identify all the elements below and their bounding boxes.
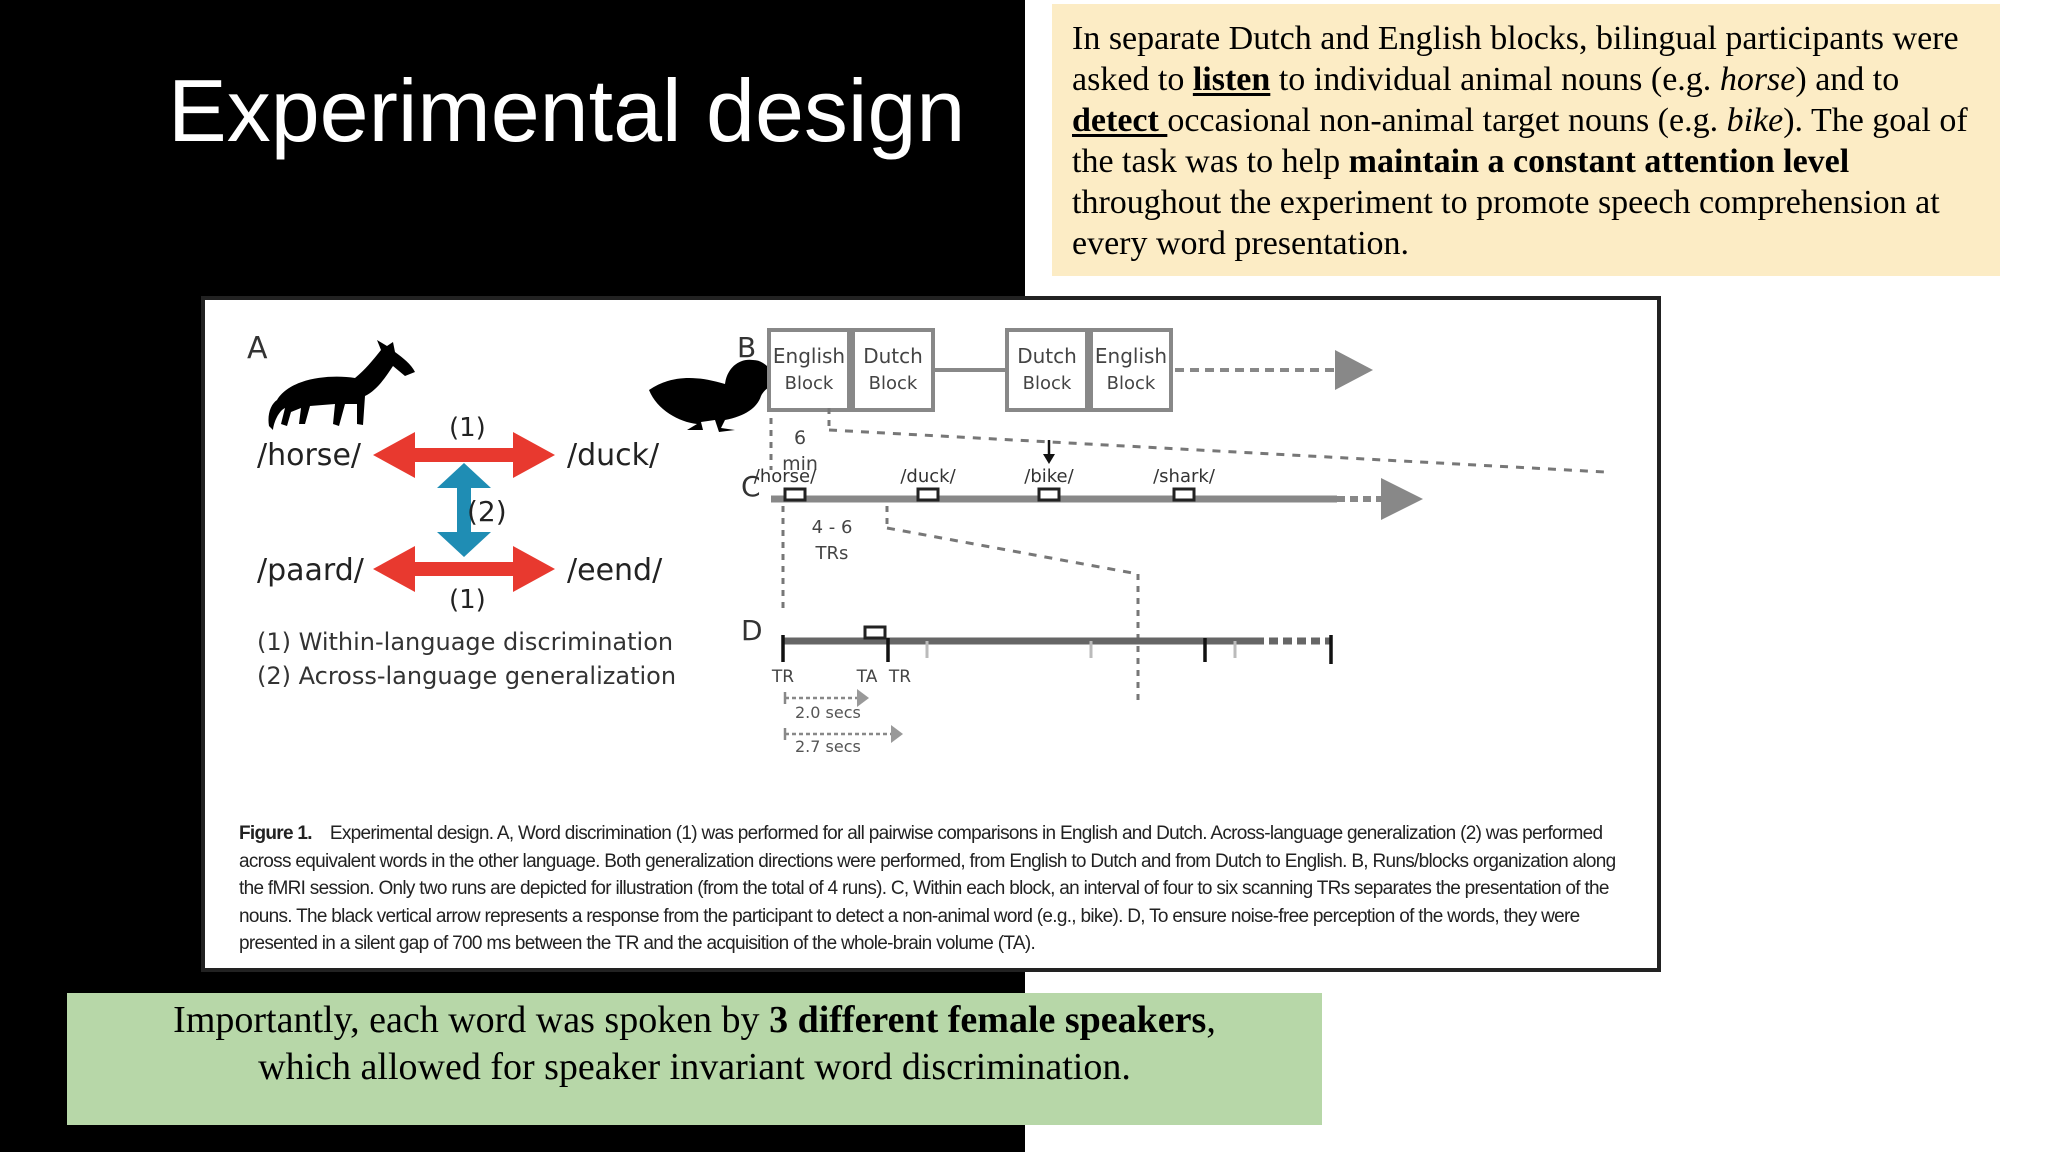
block-duration-value: 6 — [794, 427, 806, 449]
d-ta-label: TA — [856, 667, 878, 687]
figure-diagram: A /horse/ /duck/ /paard/ /eend/ (1) (1) … — [247, 328, 1606, 756]
svg-text:Block: Block — [785, 373, 834, 394]
figure-caption-text: Experimental design. A, Word discriminat… — [239, 823, 1616, 954]
note-text: which allowed for speaker invariant word… — [258, 1046, 1131, 1088]
svg-text:/duck/: /duck/ — [900, 466, 956, 487]
c-word-marker-duck: /duck/ — [900, 466, 957, 502]
figure-1: A /horse/ /duck/ /paard/ /eend/ (1) (1) … — [201, 296, 1661, 972]
b-zoom-line-right — [828, 428, 1606, 474]
task-description-note: In separate Dutch and English blocks, bi… — [1052, 4, 2000, 276]
block-arrowhead — [1335, 350, 1373, 390]
note-example-horse: horse — [1719, 61, 1796, 98]
svg-text:Block: Block — [1107, 373, 1156, 394]
response-arrow-icon — [1043, 440, 1055, 464]
d-duration-arrow-2: 2.7 secs — [783, 725, 903, 756]
legend-within: (1) Within-language discrimination — [257, 628, 673, 656]
note-text: throughout the experiment to promote spe… — [1072, 184, 1940, 262]
duck-silhouette-icon — [649, 359, 789, 432]
svg-text:/bike/: /bike/ — [1024, 466, 1074, 487]
c-word-marker-horse: /horse/ — [754, 466, 817, 502]
note-text: , — [1206, 999, 1216, 1041]
block-english-1: English Block — [767, 328, 851, 412]
d-tr-label-1: TR — [771, 667, 794, 687]
svg-text:2.7 secs: 2.7 secs — [795, 737, 861, 756]
block-dutch-2: Dutch Block — [1005, 328, 1089, 412]
block-english-2: English Block — [1089, 328, 1173, 412]
note-text: occasional non-animal target nouns (e.g. — [1167, 102, 1727, 139]
block-duration-unit: min — [782, 453, 818, 475]
note-speakers-emphasis: 3 different female speakers — [769, 999, 1207, 1041]
d-word-marker — [863, 625, 887, 640]
c-word-marker-shark: /shark/ — [1153, 466, 1216, 502]
note-example-bike: bike — [1726, 102, 1784, 139]
c-arrowhead — [1381, 478, 1423, 520]
panel-a-label: A — [247, 331, 268, 366]
note-attention-emphasis: maintain a constant attention level — [1348, 143, 1850, 180]
word-duck: /duck/ — [567, 438, 660, 473]
note-text: Importantly, each word was spoken by — [173, 999, 770, 1041]
svg-text:English: English — [773, 344, 845, 368]
horse-silhouette-icon — [268, 340, 415, 430]
arrow2-label: (2) — [467, 495, 507, 528]
panel-b-label: B — [737, 331, 756, 364]
svg-text:Dutch: Dutch — [863, 344, 923, 368]
note-text: In separate Dutch and English blocks, bi… — [1072, 20, 1959, 98]
svg-text:Block: Block — [869, 373, 918, 394]
note-detect-emphasis: detect — [1072, 102, 1168, 139]
legend-across: (2) Across-language generalization — [257, 662, 676, 690]
panel-c-label: C — [741, 470, 761, 503]
svg-text:Dutch: Dutch — [1017, 344, 1077, 368]
svg-text:Block: Block — [1023, 373, 1072, 394]
word-horse: /horse/ — [257, 438, 362, 473]
d-duration-arrow-1: 2.0 secs — [783, 689, 869, 722]
arrow1-bottom-label: (1) — [449, 585, 486, 615]
interval-unit: TRs — [815, 543, 849, 564]
arrow1-top-label: (1) — [449, 413, 486, 443]
word-eend: /eend/ — [567, 553, 663, 588]
interval-value: 4 - 6 — [812, 517, 853, 538]
c-zoom-line-right — [886, 526, 1139, 576]
block-dutch-1: Dutch Block — [851, 328, 935, 412]
svg-text:/shark/: /shark/ — [1153, 466, 1216, 487]
note-text: ). The goal of the task was to help — [1072, 102, 1968, 180]
within-language-arrow-top — [373, 432, 555, 478]
note-text: to individual animal nouns (e.g. — [1270, 61, 1720, 98]
speaker-note: Importantly, each word was spoken by 3 d… — [67, 993, 1322, 1125]
figure-caption-label: Figure 1. — [239, 823, 313, 844]
word-paard: /paard/ — [257, 553, 365, 588]
note-listen-emphasis: listen — [1192, 61, 1271, 98]
d-tr-label-2: TR — [888, 667, 911, 687]
across-language-arrow — [437, 463, 491, 557]
svg-text:2.0 secs: 2.0 secs — [795, 703, 861, 722]
within-language-arrow-bottom — [373, 546, 555, 592]
note-text: ) and to — [1795, 61, 1900, 98]
slide-title: Experimental design — [168, 61, 966, 160]
panel-d-label: D — [741, 614, 763, 647]
figure-caption: Figure 1.Experimental design. A, Word di… — [239, 820, 1639, 958]
c-word-marker-bike: /bike/ — [1024, 466, 1075, 502]
svg-text:/horse/: /horse/ — [754, 466, 817, 487]
svg-text:English: English — [1095, 344, 1167, 368]
